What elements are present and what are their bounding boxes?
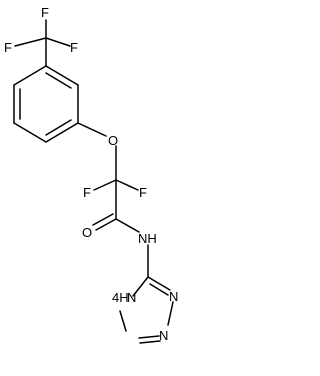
bond-ring-o [77, 122, 107, 137]
bond-ring-1 [45, 65, 79, 86]
atom-f-cf3-top: F [41, 5, 49, 20]
bond-c-nh [115, 218, 140, 233]
bond-ring-6 [13, 65, 47, 86]
atom-n-triazole-1: N [169, 289, 178, 304]
atom-n-triazole-2: N [159, 328, 168, 343]
atom-f-cf3-left: F [4, 40, 12, 55]
bond-tri-1-double [149, 283, 169, 296]
bond-cf2-fl [93, 179, 117, 191]
atom-o-ether: O [108, 133, 118, 148]
bond-ring-4 [13, 122, 47, 143]
bond-tri-3 [138, 335, 160, 339]
bond-c-o-double-b [92, 213, 114, 226]
bond-ring-double-1 [45, 72, 72, 89]
atom-f-cf2-right: F [139, 185, 147, 200]
bond-tri-4 [119, 310, 127, 332]
bond-ring-double-2 [45, 119, 72, 136]
bond-tri-1 [147, 276, 171, 291]
atom-o-carbonyl: O [82, 225, 92, 240]
bonds [13, 19, 174, 344]
atom-nh-triazole-n: N [127, 290, 136, 305]
structure-canvas: F F F O F F O NH N N 4H N [4, 5, 178, 344]
atom-nh-triazole-h: 4H [112, 290, 129, 305]
bond-c-o-double-a [95, 218, 117, 231]
atom-nh-amide: NH [138, 231, 157, 246]
bond-tri-3-double [139, 340, 161, 344]
atom-labels: F F F O F F O NH N N 4H N [4, 5, 178, 343]
bond-c-f-right [45, 37, 71, 47]
atom-f-cf2-left: F [83, 185, 91, 200]
atom-f-cf3-right: F [70, 40, 78, 55]
bond-tri-2 [167, 301, 174, 326]
bond-tri-5 [132, 276, 149, 297]
bond-ring-3 [45, 122, 79, 143]
bond-cf2-fr [115, 179, 139, 191]
bond-c-f-left [14, 37, 47, 47]
